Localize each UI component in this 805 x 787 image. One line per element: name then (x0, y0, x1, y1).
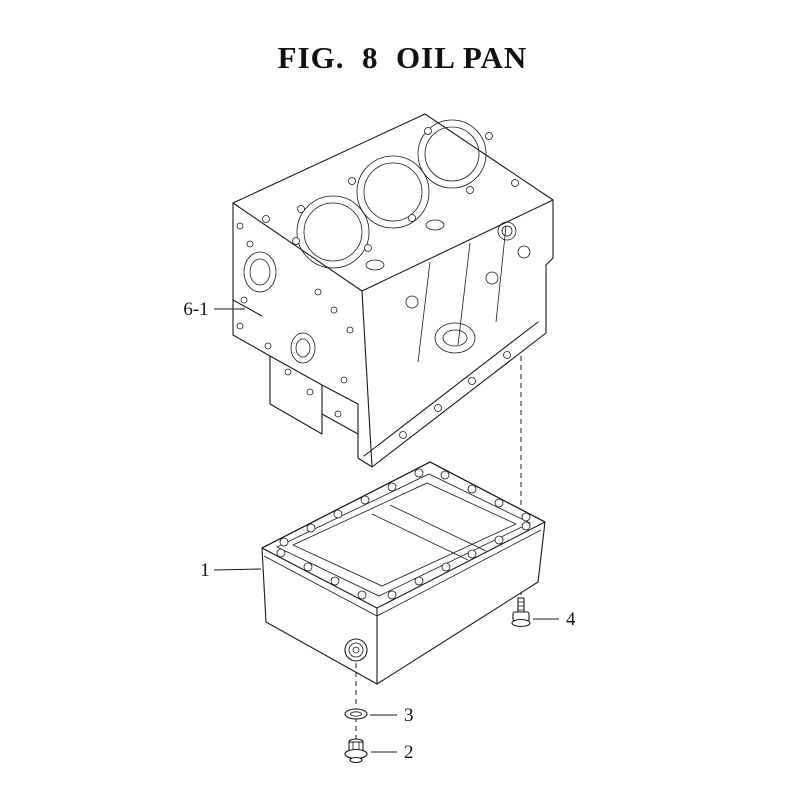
drain-boss (344, 638, 368, 662)
engine-block-outline (232, 113, 554, 468)
callout-6-1: 6-1 (183, 299, 245, 320)
callout-3: 3 (370, 705, 414, 726)
leader-line-1 (213, 568, 262, 571)
callout-4: 4 (533, 609, 576, 630)
callout-label-2: 2 (404, 742, 414, 763)
figure-title: FIG. 8 OIL PAN (277, 40, 528, 75)
drain-plug-drawing (344, 738, 368, 764)
engine-block-drawing (232, 113, 554, 468)
washer-drawing (344, 708, 368, 720)
callout-label-6-1: 6-1 (183, 299, 208, 320)
callout-2: 2 (371, 742, 414, 763)
oil-pan-drawing (261, 461, 546, 685)
drain-bolt-drawing (511, 597, 531, 628)
callout-1: 1 (200, 560, 262, 581)
callout-label-1: 1 (200, 560, 210, 581)
callout-label-3: 3 (404, 705, 414, 726)
callout-label-4: 4 (566, 609, 576, 630)
oil-pan-outline (261, 461, 546, 685)
